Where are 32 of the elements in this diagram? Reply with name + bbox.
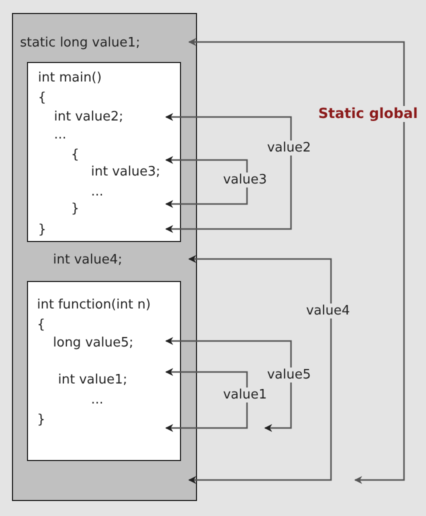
scope-arrow [165,368,248,432]
code-line: int function(int n) [37,298,151,312]
code-line: { [37,318,46,332]
code-block [27,281,181,461]
edge-label: value3 [222,172,268,188]
edge-label: value4 [305,304,351,318]
code-line: } [38,222,46,238]
scope-arrow [188,38,405,484]
scope-arrow [165,337,292,432]
edge-label: value1 [222,388,268,402]
code-line: int value1; [58,372,128,388]
code-line: { [38,90,46,106]
code-line: } [71,202,80,216]
code-line: int value4; [53,252,122,268]
scope-arrow [165,156,248,208]
code-block [27,62,181,242]
edge-label: value5 [266,368,312,382]
scope-panel [12,13,197,501]
code-line: int value3; [91,164,160,180]
code-line: { [71,148,80,162]
code-line: int main() [38,70,102,86]
scope-title: Static global [317,106,419,122]
code-line: int value2; [54,110,124,124]
code-line: ... [54,128,66,142]
code-line: ... [91,392,104,408]
code-line: static long value1; [20,36,140,50]
edge-label: value2 [266,140,312,156]
scope-arrow [188,255,332,484]
code-line: } [37,412,46,428]
code-line: long value5; [53,336,134,350]
scope-arrow [165,113,292,233]
code-line: ... [91,184,104,200]
